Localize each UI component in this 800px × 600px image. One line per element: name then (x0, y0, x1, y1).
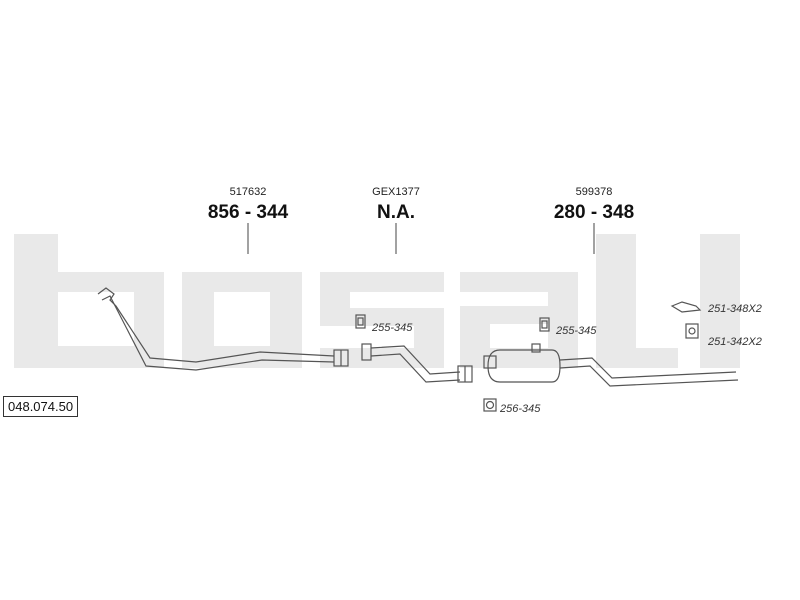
gasket-icon (483, 398, 497, 412)
bosal-watermark (14, 234, 740, 368)
mounting-clamp-icon (685, 323, 699, 339)
small-part-label: 251-348X2 (707, 303, 762, 315)
part-code: GEX1377 (372, 186, 420, 198)
gasket-icon (539, 317, 550, 332)
part-code: 517632 (230, 186, 267, 198)
part-code: 599378 (576, 186, 613, 198)
small-part-label: 251-342X2 (707, 336, 762, 348)
gasket-icon (355, 314, 366, 329)
part-number: 856 - 344 (208, 202, 289, 223)
reference-number: 048.074.50 (3, 396, 79, 417)
rubber-hanger-icon (670, 301, 702, 313)
small-part-label: 256-345 (499, 403, 541, 415)
intermediate-pipe (361, 343, 473, 383)
part-number: N.A. (377, 202, 415, 223)
small-part-label: 255-345 (371, 322, 413, 334)
front-pipe (97, 287, 349, 371)
part-number: 280 - 348 (554, 202, 634, 223)
small-part-label: 255-345 (555, 325, 597, 337)
rear-silencer (483, 343, 739, 387)
